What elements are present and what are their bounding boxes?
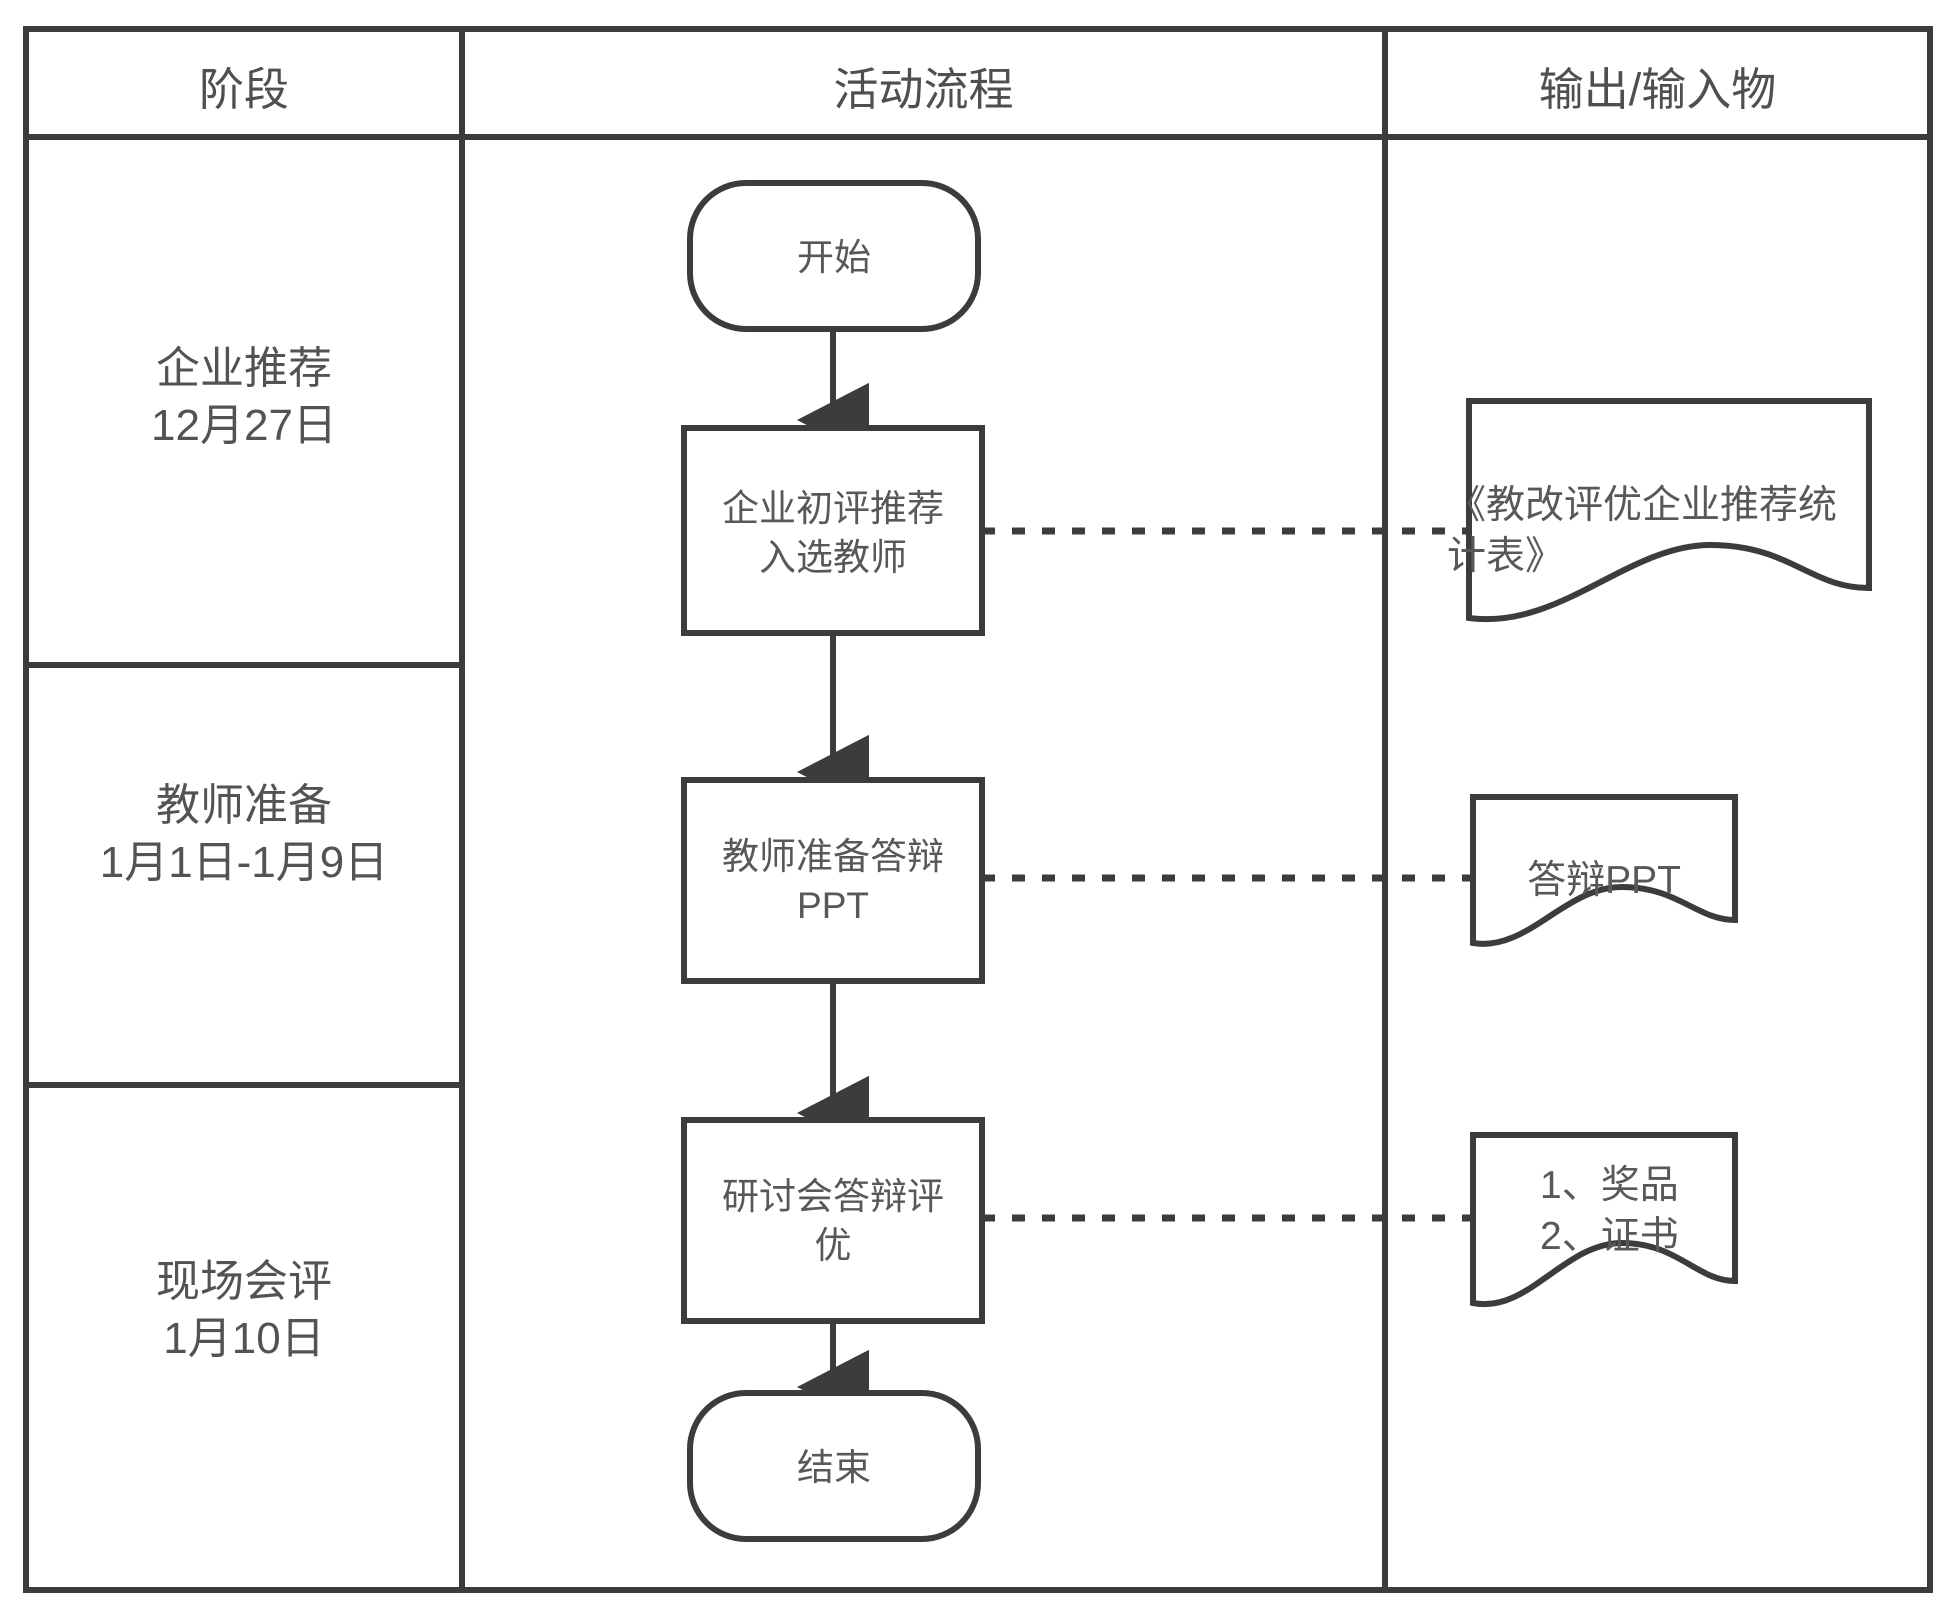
shape-process-p2 bbox=[681, 777, 985, 984]
shape-document-d3 bbox=[1470, 1132, 1738, 1308]
document-shapes bbox=[1466, 398, 1872, 1308]
shape-process-p3 bbox=[681, 1117, 985, 1324]
shape-document-d1 bbox=[1466, 398, 1872, 623]
flow-node-shapes bbox=[681, 180, 985, 1542]
document-connectors bbox=[982, 527, 1473, 1222]
shape-end-terminator bbox=[687, 1390, 981, 1542]
shape-document-d2 bbox=[1470, 794, 1738, 947]
shape-start-terminator bbox=[687, 180, 981, 332]
shape-process-p1 bbox=[681, 425, 985, 636]
swimlane-table-frame bbox=[23, 26, 1933, 1593]
